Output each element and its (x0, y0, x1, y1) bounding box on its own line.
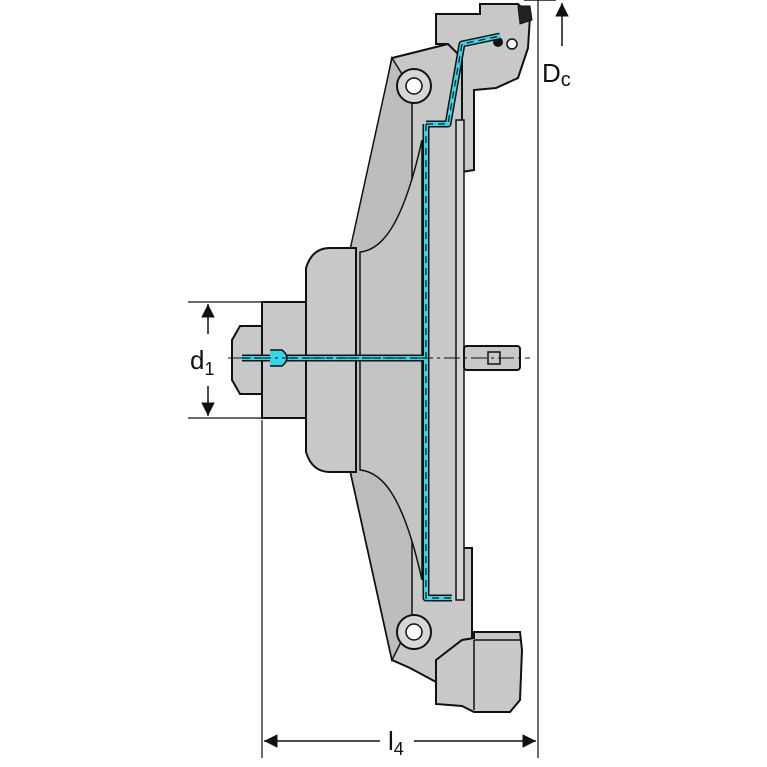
label-d1: d1 (190, 345, 214, 379)
label-l4: l4 (388, 726, 404, 759)
dimension-d1: d1 (188, 301, 262, 419)
dimension-l4: l4 (261, 0, 539, 759)
cutting-insert (517, 5, 533, 25)
slide-rail (455, 119, 465, 601)
bolt-holes (396, 37, 518, 650)
bottom-insert-holder (435, 631, 524, 713)
dimension-dc: Dc (524, 0, 571, 91)
label-dc: Dc (542, 58, 571, 91)
tool-body (231, 3, 532, 713)
